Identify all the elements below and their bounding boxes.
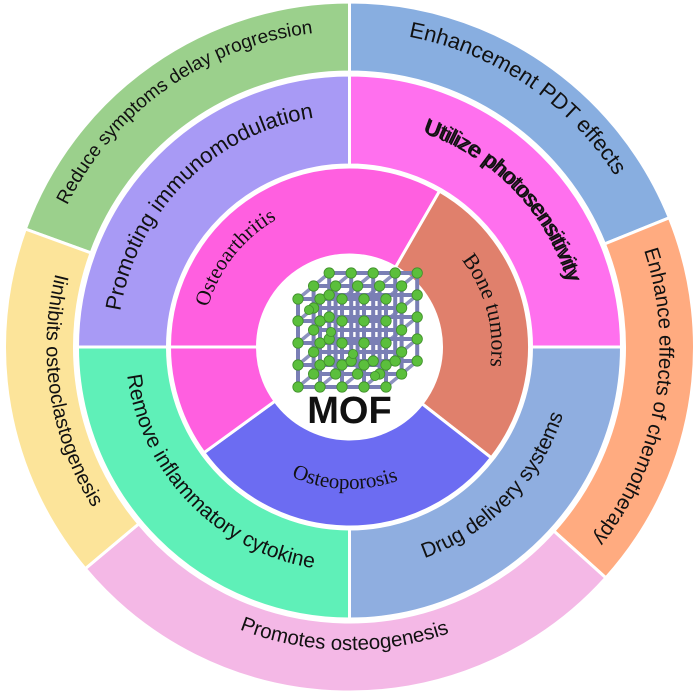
middle-ring-segment [348,345,624,621]
inner-ring [167,165,531,529]
inner-ring-segment [167,165,442,349]
middle-ring-segment [348,73,624,349]
outer-ring-segment [3,227,141,571]
middle-ring [75,73,624,621]
mof-lattice-icon [292,267,423,393]
middle-ring-segment [75,345,351,621]
outer-ring [3,0,696,694]
middle-ring-segment [75,73,351,349]
inner-ring-segment [167,345,278,455]
inner-ring-segment [201,398,494,529]
inner-ring-segment [393,189,531,460]
center-title: MOF [307,390,391,432]
